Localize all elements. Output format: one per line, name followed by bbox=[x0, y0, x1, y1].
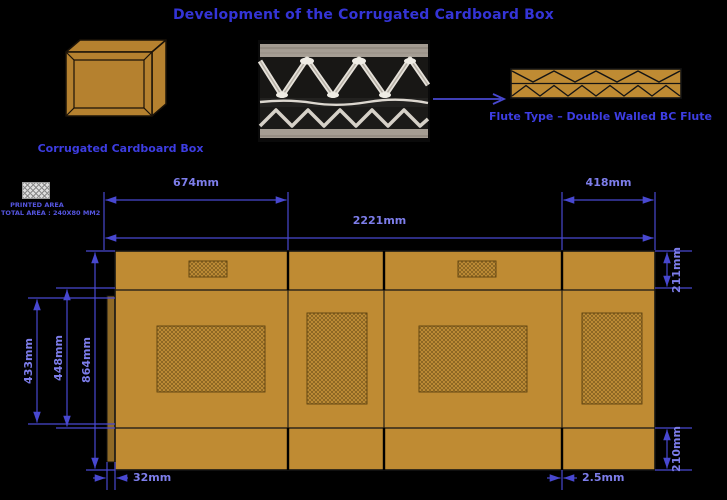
dim-label-glue-flap-width: 32mm bbox=[133, 471, 172, 484]
c-flute-zigzag bbox=[511, 84, 681, 97]
dim-label-bottom-flap-height: 210mm bbox=[670, 426, 683, 472]
page-title: Development of the Corrugated Cardboard … bbox=[172, 7, 555, 23]
b-flute-zigzag bbox=[511, 70, 681, 83]
legend-printed-area: PRINTED AREA bbox=[10, 201, 64, 209]
printed-areas bbox=[156, 260, 643, 405]
flute-type-diagram bbox=[510, 68, 682, 99]
dim-label-slot-width: 2.5mm bbox=[582, 471, 625, 484]
flap-slots bbox=[286, 251, 564, 470]
box-3d-caption: Corrugated Cardboard Box bbox=[37, 142, 204, 155]
dim-label-panel-height: 448mm bbox=[52, 335, 65, 381]
dim-label-total-width: 2221mm bbox=[352, 214, 407, 227]
dim-label-end-panel-width: 418mm bbox=[585, 176, 632, 189]
legend-total-area: TOTAL AREA : 240X80 MM2 bbox=[1, 209, 101, 217]
panel-creases bbox=[287, 290, 563, 428]
dim-label-top-flap-height: 211mm bbox=[670, 247, 683, 293]
corrugation-photo bbox=[257, 40, 431, 142]
box-development bbox=[106, 250, 656, 471]
dimension-lines bbox=[28, 192, 692, 490]
dim-label-inner-panel-height: 433mm bbox=[22, 338, 35, 384]
cardboard-box-3d bbox=[65, 39, 167, 117]
dim-label-total-height: 864mm bbox=[80, 337, 93, 383]
printed-area-swatch bbox=[22, 182, 50, 199]
flute-caption: Flute Type – Double Walled BC Flute bbox=[489, 110, 712, 123]
glue-flap bbox=[106, 295, 116, 463]
dim-label-left-panel-width: 674mm bbox=[173, 176, 219, 189]
flute-pointer-arrow bbox=[433, 93, 507, 105]
